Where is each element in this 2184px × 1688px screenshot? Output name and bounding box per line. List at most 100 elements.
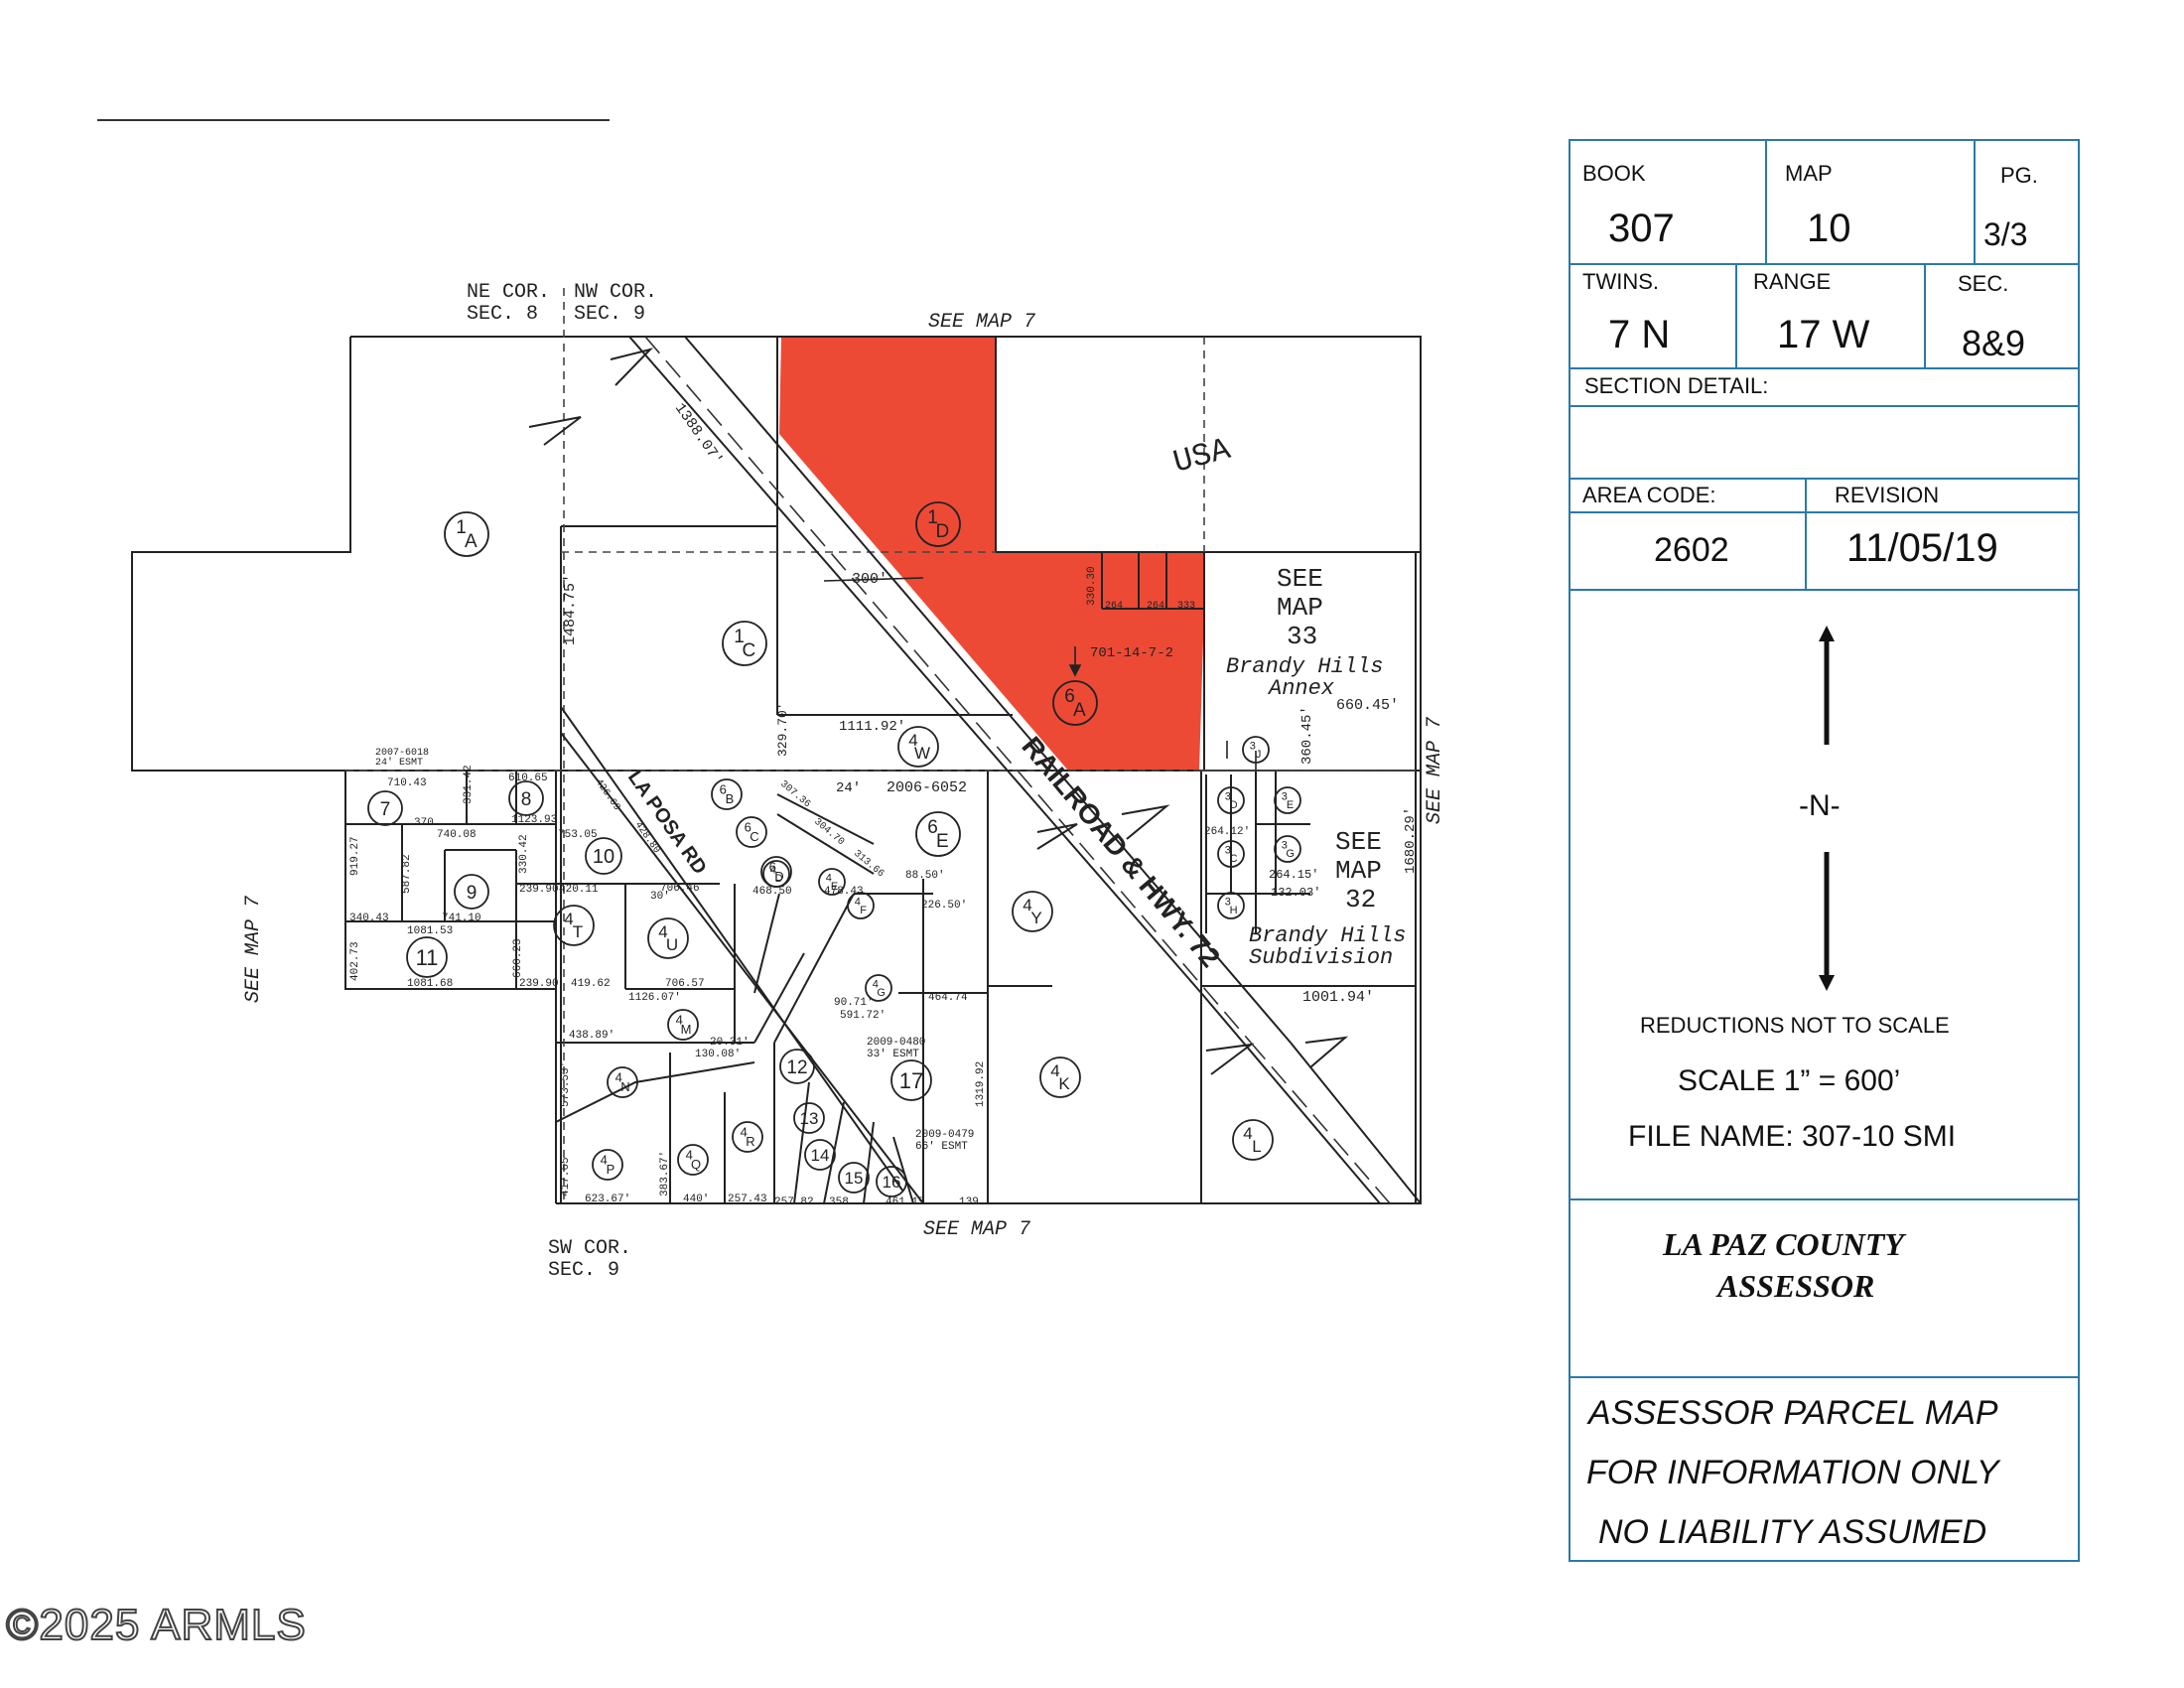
- parcel-6e: 6E: [915, 811, 961, 857]
- brandy-hills-sub-1: Brandy Hills: [1249, 923, 1406, 948]
- dimension-arrows: [823, 577, 1257, 771]
- dim: 130.08': [695, 1049, 741, 1060]
- svg-text:D: D: [936, 521, 950, 542]
- parcel-11: 11: [406, 936, 448, 978]
- svg-text:B: B: [726, 791, 735, 806]
- svg-text:1: 1: [927, 507, 938, 528]
- parcel-4t: 4T: [553, 905, 595, 946]
- parcel-4p: 4P: [592, 1149, 623, 1181]
- dim: 2007-6018: [375, 748, 429, 759]
- reductions-note: REDUCTIONS NOT TO SCALE: [1640, 1013, 1950, 1038]
- dim: 330.30: [1086, 566, 1098, 606]
- disclaimer-1: ASSESSOR PARCEL MAP: [1588, 1394, 1998, 1432]
- svg-text:G: G: [1286, 848, 1295, 860]
- svg-text:6: 6: [927, 817, 938, 838]
- map-value: 10: [1807, 207, 1851, 250]
- see-map-32-3: 32: [1345, 885, 1376, 914]
- parcel-3c: 3C: [1217, 840, 1245, 868]
- section-lines: [345, 288, 1416, 1203]
- parcel-3g: 3G: [1274, 835, 1301, 863]
- parcel-4w: 4W: [897, 726, 939, 768]
- dim: 464.74: [928, 992, 968, 1004]
- parcel-10: 10: [585, 837, 622, 875]
- dim: 1388.07': [671, 400, 726, 469]
- svg-text:4: 4: [855, 896, 861, 908]
- dim: 33' ESMT: [867, 1049, 919, 1060]
- parcel-6b: 6B: [711, 778, 743, 810]
- svg-text:N: N: [620, 1079, 629, 1094]
- dim: 417.65: [560, 1157, 572, 1196]
- svg-text:C: C: [750, 829, 758, 844]
- dim: 1111.92': [839, 719, 905, 735]
- parcel-map: NE COR. SEC. 8 NW COR. SEC. 9 SW COR. SE…: [97, 119, 1446, 1282]
- parcel-15: 15: [838, 1162, 870, 1194]
- svg-text:3: 3: [1225, 790, 1231, 802]
- dim: 1680.29': [1403, 807, 1419, 874]
- svg-text:4: 4: [1050, 1061, 1059, 1080]
- svg-text:1: 1: [734, 627, 745, 647]
- svg-text:H: H: [1230, 905, 1238, 916]
- parcel-16: 16: [876, 1166, 907, 1197]
- section-detail-label: SECTION DETAIL:: [1584, 373, 1769, 398]
- svg-text:4: 4: [826, 872, 832, 884]
- dim: 24': [836, 780, 861, 796]
- svg-text:11: 11: [416, 945, 439, 970]
- title-block: BOOK 307 MAP 10 PG. 3/3 TWINS. 7 N RANGE…: [1569, 139, 2080, 1562]
- svg-text:J: J: [1256, 749, 1262, 761]
- north-label: -N-: [1799, 789, 1841, 822]
- svg-text:C: C: [1230, 853, 1238, 865]
- dim: 706.57: [665, 978, 705, 990]
- nw-corner-line1: NW COR.: [574, 281, 657, 304]
- break-marks: [528, 348, 1349, 1075]
- svg-text:16: 16: [883, 1173, 901, 1192]
- dim: 706.46: [660, 883, 700, 895]
- twins-label: TWINS.: [1582, 269, 1659, 294]
- svg-text:D: D: [775, 873, 783, 885]
- dim: 461.15: [886, 1196, 925, 1208]
- dim: 300': [852, 571, 887, 588]
- dim: 132.03': [1271, 886, 1320, 900]
- svg-text:Y: Y: [1030, 909, 1041, 927]
- dim: 239.90: [519, 884, 559, 896]
- book-label: BOOK: [1582, 161, 1646, 186]
- parcel-17: 17: [890, 1059, 932, 1101]
- svg-text:F: F: [860, 905, 867, 916]
- dim: 587.82: [401, 854, 413, 894]
- svg-text:K: K: [1058, 1074, 1070, 1093]
- usa-label: USA: [1169, 431, 1235, 482]
- parcel-4q: 4Q: [677, 1144, 709, 1176]
- svg-text:E: E: [1287, 799, 1294, 811]
- revision-value: 11/05/19: [1846, 526, 1998, 570]
- brandy-hills-annex-2: Annex: [1267, 676, 1335, 701]
- dim: 426.69: [593, 777, 622, 813]
- dim: 2009-0479: [915, 1129, 974, 1141]
- parcel-9: 9: [454, 874, 489, 910]
- see-map-33-3: 33: [1287, 622, 1317, 651]
- svg-text:6: 6: [720, 781, 727, 796]
- map-label: MAP: [1785, 161, 1833, 186]
- ne-corner-line1: NE COR.: [467, 281, 550, 304]
- svg-text:14: 14: [811, 1146, 830, 1165]
- parcel-8: 8: [508, 780, 544, 816]
- parcel-4g: 4G: [865, 974, 892, 1002]
- dim: 440': [683, 1194, 709, 1205]
- svg-text:C: C: [743, 640, 756, 661]
- dim: 468.50: [752, 886, 792, 898]
- parcel-14: 14: [804, 1139, 836, 1171]
- dim: 257.82: [774, 1196, 814, 1208]
- see-map-7-top: SEE MAP 7: [928, 311, 1035, 334]
- svg-text:4: 4: [615, 1069, 622, 1084]
- area-code-value: 2602: [1654, 531, 1729, 569]
- highlight-parcel-1d: [779, 337, 1204, 771]
- dim: 358: [829, 1196, 849, 1208]
- parcel-12: 12: [779, 1049, 815, 1084]
- assessor-name-2: ASSESSOR: [1717, 1268, 1875, 1304]
- dim: 2006-6052: [887, 779, 967, 796]
- dim: 383.67': [659, 1151, 671, 1196]
- svg-text:7: 7: [380, 799, 391, 820]
- dim: 660.23: [512, 938, 524, 978]
- book-value: 307: [1608, 207, 1675, 250]
- see-map-33-1: SEE: [1277, 564, 1323, 594]
- svg-text:15: 15: [845, 1169, 864, 1188]
- assessor-name-1: LA PAZ COUNTY: [1663, 1226, 1904, 1262]
